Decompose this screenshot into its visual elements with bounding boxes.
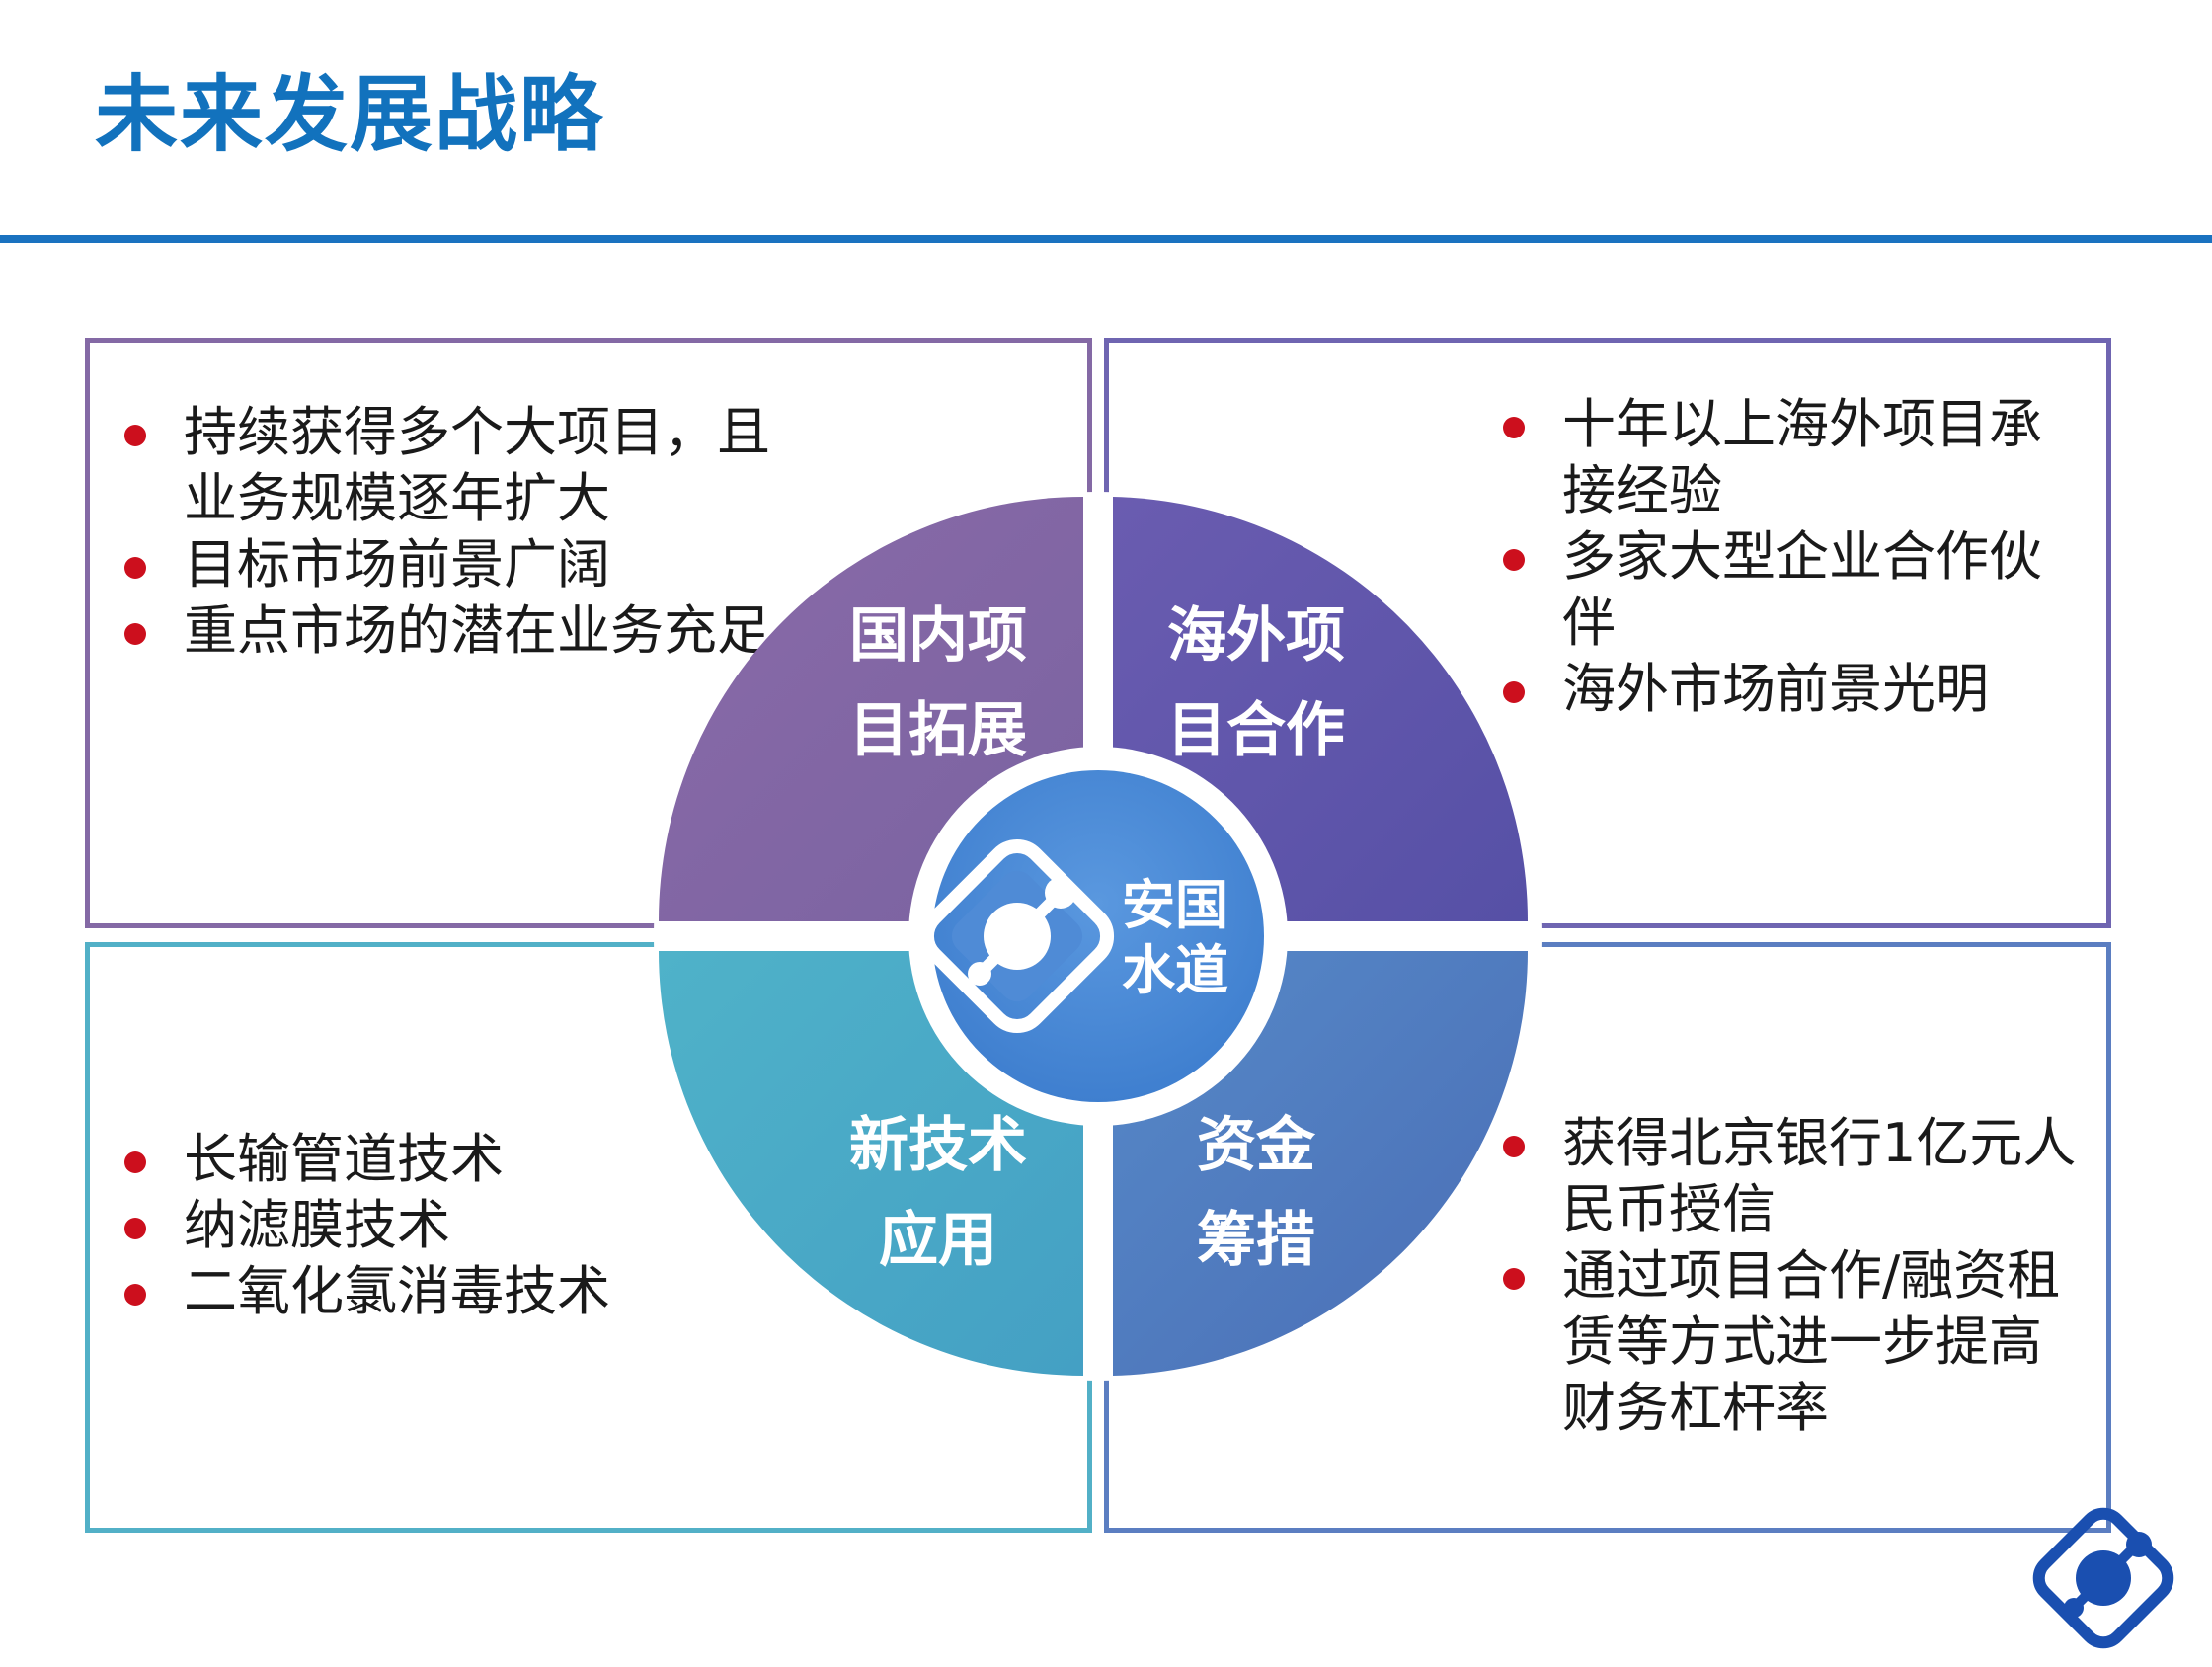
- center-label-line: 安国: [1122, 874, 1228, 936]
- bullet-item: 二氧化氯消毒技术: [118, 1258, 711, 1324]
- overseas-label: 海外项 目合作: [1138, 589, 1375, 778]
- label-line: 海外项: [1167, 601, 1345, 671]
- label-line: 新技术: [849, 1111, 1027, 1180]
- page-title: 未来发展战略: [95, 66, 605, 163]
- bullet-item: 重点市场的潜在业务充足: [118, 597, 770, 664]
- company-logo-icon: [2032, 1507, 2174, 1649]
- bullet-item: 目标市场前景广阔: [118, 531, 770, 597]
- label-line: 国内项: [849, 601, 1027, 671]
- bullet-item: 长输管道技术: [118, 1126, 711, 1192]
- label-line: 目合作: [1167, 696, 1345, 765]
- label-line: 筹措: [1197, 1206, 1315, 1275]
- company-logo-icon: [919, 838, 1115, 1034]
- bullet-item: 多家大型企业合作伙伴: [1497, 523, 2080, 656]
- bullet-item: 持续获得多个大项目，且业务规模逐年扩大: [118, 399, 770, 531]
- bullet-item: 通过项目合作/融资租赁等方式进一步提高财务杠杆率: [1497, 1242, 2080, 1441]
- title-divider: [0, 235, 2212, 243]
- label-line: 目拓展: [849, 696, 1027, 765]
- domestic-label: 国内项 目拓展: [820, 589, 1057, 778]
- technology-bullets: 长输管道技术 纳滤膜技术 二氧化氯消毒技术: [118, 1126, 711, 1324]
- bullet-item: 海外市场前景光明: [1497, 656, 2080, 722]
- technology-label: 新技术 应用: [820, 1098, 1057, 1288]
- center-label: 安国 水道: [1122, 873, 1250, 1003]
- label-line: 资金: [1197, 1111, 1315, 1180]
- bullet-item: 十年以上海外项目承接经验: [1497, 391, 2080, 523]
- domestic-bullets: 持续获得多个大项目，且业务规模逐年扩大 目标市场前景广阔 重点市场的潜在业务充足: [118, 399, 770, 664]
- bullet-item: 获得北京银行1亿元人民币授信: [1497, 1110, 2080, 1242]
- funding-label: 资金 筹措: [1138, 1098, 1375, 1288]
- center-label-line: 水道: [1122, 939, 1228, 1001]
- overseas-bullets: 十年以上海外项目承接经验 多家大型企业合作伙伴 海外市场前景光明: [1497, 391, 2080, 722]
- bullet-item: 纳滤膜技术: [118, 1192, 711, 1258]
- label-line: 应用: [879, 1206, 997, 1275]
- funding-bullets: 获得北京银行1亿元人民币授信 通过项目合作/融资租赁等方式进一步提高财务杠杆率: [1497, 1110, 2080, 1441]
